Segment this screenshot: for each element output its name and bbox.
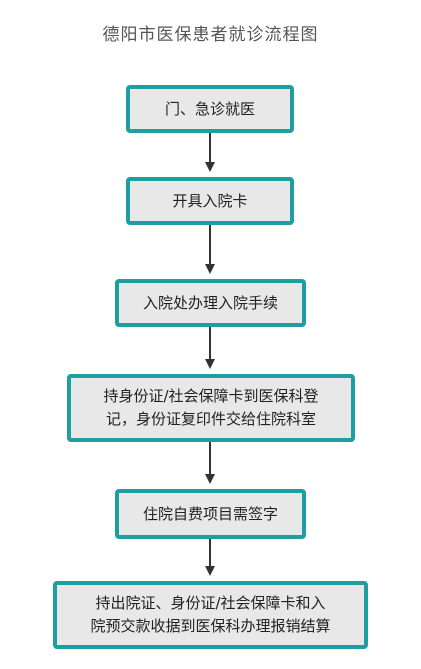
step-3-text: 入院处办理入院手续 bbox=[142, 293, 278, 312]
step-1-text: 门、急诊就医 bbox=[164, 99, 255, 118]
step-1-box: 门、急诊就医 bbox=[126, 85, 294, 133]
step-4-box: 持身份证/社会保障卡到医保科登 记，身份证复印件交给住院科室 bbox=[67, 374, 355, 442]
step-6-text-line-2: 院预交款收据到医保科办理报销结算 bbox=[90, 617, 331, 635]
step-5-box: 住院自费项目需签字 bbox=[115, 489, 306, 539]
step-2-box: 开具入院卡 bbox=[126, 177, 294, 225]
step-2-text: 开具入院卡 bbox=[172, 191, 248, 210]
step-5-text: 住院自费项目需签字 bbox=[142, 504, 278, 523]
diagram-title: 德阳市医保患者就诊流程图 bbox=[102, 25, 319, 45]
step-6-text-line-1: 持出院证、身份证/社会保障卡和入 bbox=[95, 594, 326, 612]
step-4-text-line-2: 记，身份证复印件交给住院科室 bbox=[105, 410, 316, 428]
step-4-text-line-1: 持身份证/社会保障卡到医保科登 bbox=[103, 387, 319, 405]
step-3-box: 入院处办理入院手续 bbox=[115, 279, 306, 327]
step-6-box: 持出院证、身份证/社会保障卡和入 院预交款收据到医保科办理报销结算 bbox=[53, 581, 368, 649]
